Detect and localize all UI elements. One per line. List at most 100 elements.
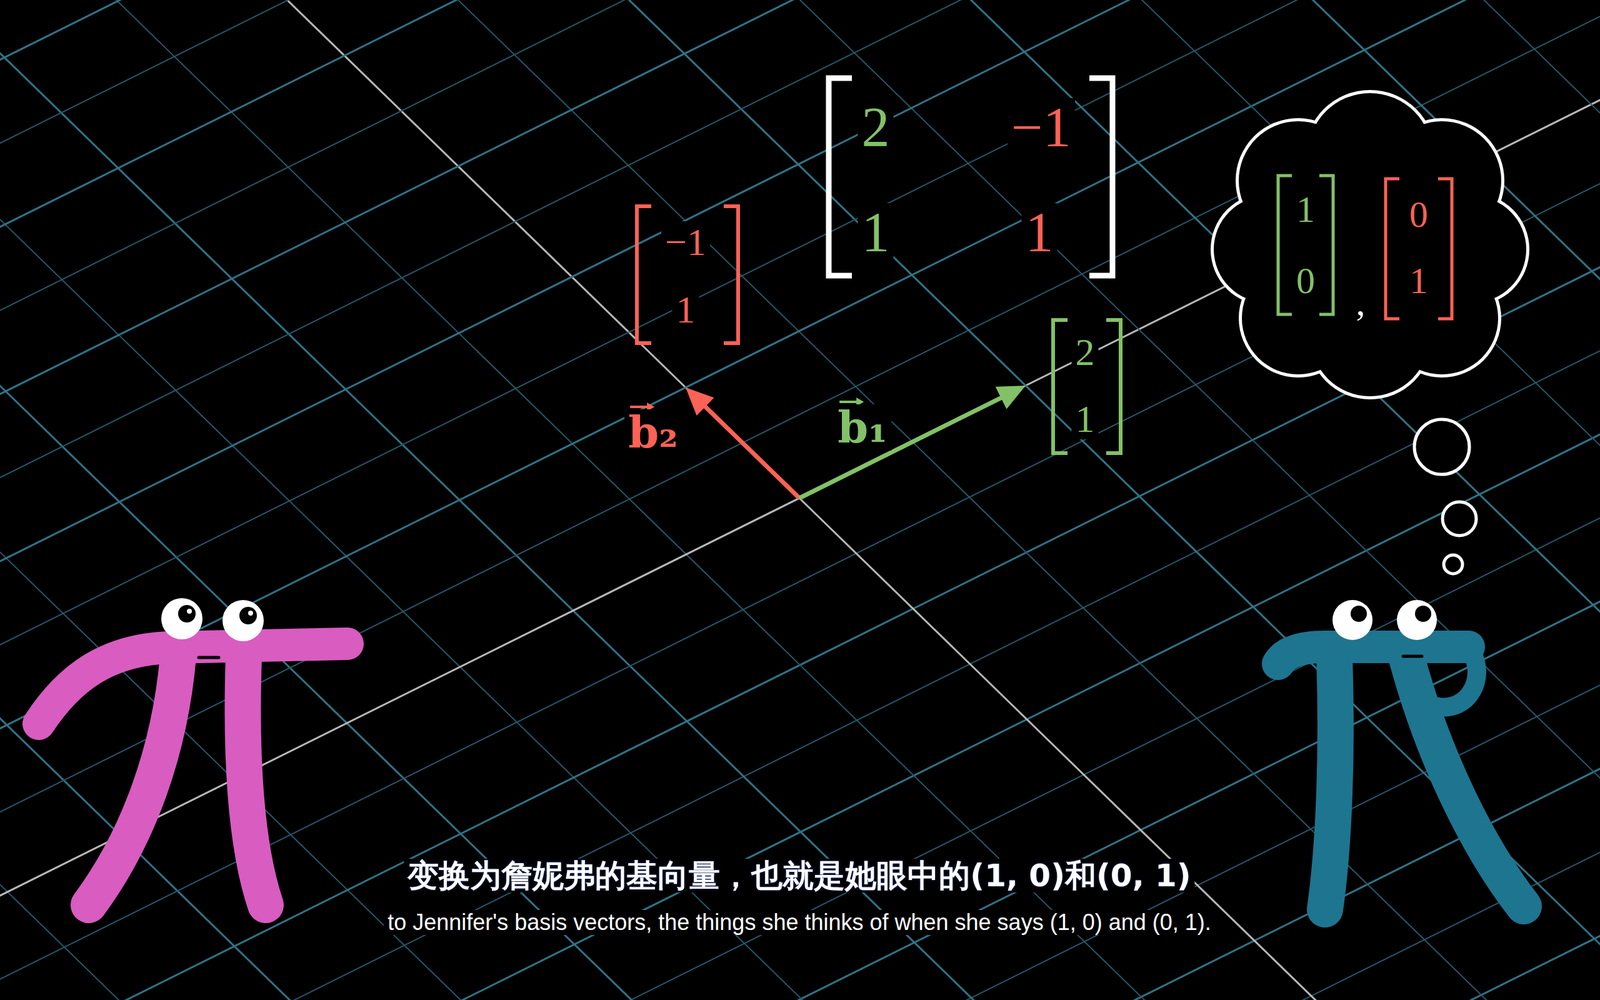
bracket [1438, 178, 1452, 319]
grid-line [0, 638, 1600, 1000]
grid-line [0, 0, 1148, 1000]
grid-line [903, 0, 1600, 1000]
bracket [828, 78, 852, 276]
pi-leg [88, 656, 179, 905]
grid-line [0, 416, 1600, 1000]
thought-dot [1414, 419, 1470, 475]
bracket [1089, 78, 1113, 276]
grid-line [0, 195, 1600, 1000]
grid-line [1469, 0, 1600, 922]
bubble-entry: , [1356, 283, 1366, 322]
grid-line [111, 0, 1600, 1000]
pi-mouth [198, 656, 219, 660]
pi-leg [1325, 656, 1336, 910]
matrix-brackets [828, 78, 1113, 276]
basis-vectors [685, 385, 1026, 499]
matrix-entry: 1 [1021, 203, 1058, 262]
grid-line [0, 0, 1600, 635]
cloud-outline [1204, 86, 1537, 404]
grid-line [0, 361, 1600, 1000]
grid-line [225, 0, 1600, 1000]
grid-line [0, 471, 1600, 1000]
blue-pi-creature [1278, 600, 1524, 910]
grid-line [564, 0, 1600, 1000]
pi-eye-glint [248, 610, 254, 616]
vector-head [685, 387, 714, 416]
grid-line [0, 527, 1600, 1000]
pi-pupil [1350, 605, 1367, 622]
bracket [723, 206, 739, 344]
grid-line [0, 0, 1600, 691]
grid-line [0, 0, 1600, 414]
pi-eye [1396, 600, 1437, 640]
grid-line [0, 0, 1600, 470]
bracket [1278, 175, 1292, 315]
pi-pupil [178, 605, 196, 623]
grid-line [0, 0, 1600, 359]
grid-line [0, 29, 1600, 1000]
pi-pupil [1415, 605, 1432, 622]
grid-line [0, 18, 243, 1000]
grid-line [338, 0, 1600, 1000]
grid-line [1016, 0, 1600, 1000]
pi-eye [222, 600, 264, 642]
bracket [1319, 175, 1334, 315]
bracket [1053, 320, 1068, 454]
vector-name: b₂ [624, 409, 682, 456]
grid-line [1582, 0, 1600, 866]
bracket [636, 206, 652, 344]
grid-line [0, 306, 1600, 1000]
matrix-entry: −1 [1007, 98, 1075, 157]
grid-line [0, 0, 469, 1000]
bubble-entry: 1 [1409, 261, 1429, 300]
vector-name: b₁ [833, 404, 892, 451]
grid-line [0, 0, 695, 1000]
bracket [1106, 320, 1121, 454]
subtitle-english: to Jennifer's basis vectors, the things … [383, 910, 1215, 935]
vector-entry: −1 [661, 221, 710, 263]
matrix-entry: 2 [858, 98, 894, 157]
pi-pupil [239, 606, 257, 625]
grid-line [0, 0, 1600, 580]
bubble-entry: 1 [1296, 190, 1315, 229]
grid-line [0, 0, 356, 1000]
pi-hand [1435, 650, 1477, 708]
cloud-fill [1270, 145, 1470, 345]
thought-dot [1442, 501, 1477, 536]
grid-line [790, 0, 1600, 1000]
grid-line [0, 0, 1487, 1000]
vector-shaft [703, 405, 800, 499]
grid-line [0, 0, 1600, 525]
grid-line [1130, 0, 1600, 1000]
bubble-entry: 0 [1409, 195, 1429, 234]
grid-line [0, 0, 1600, 967]
vector-entry: 1 [1071, 398, 1099, 440]
thought-dots [1414, 419, 1477, 574]
thought-dot [1443, 555, 1463, 574]
grid-line [677, 0, 1600, 1000]
subtitle-chinese: 变换为詹妮弗的基向量，也就是她眼中的(1, 0)和(0, 1) [403, 858, 1195, 893]
vector-entry: 1 [672, 288, 700, 330]
pi-eye [161, 598, 203, 640]
